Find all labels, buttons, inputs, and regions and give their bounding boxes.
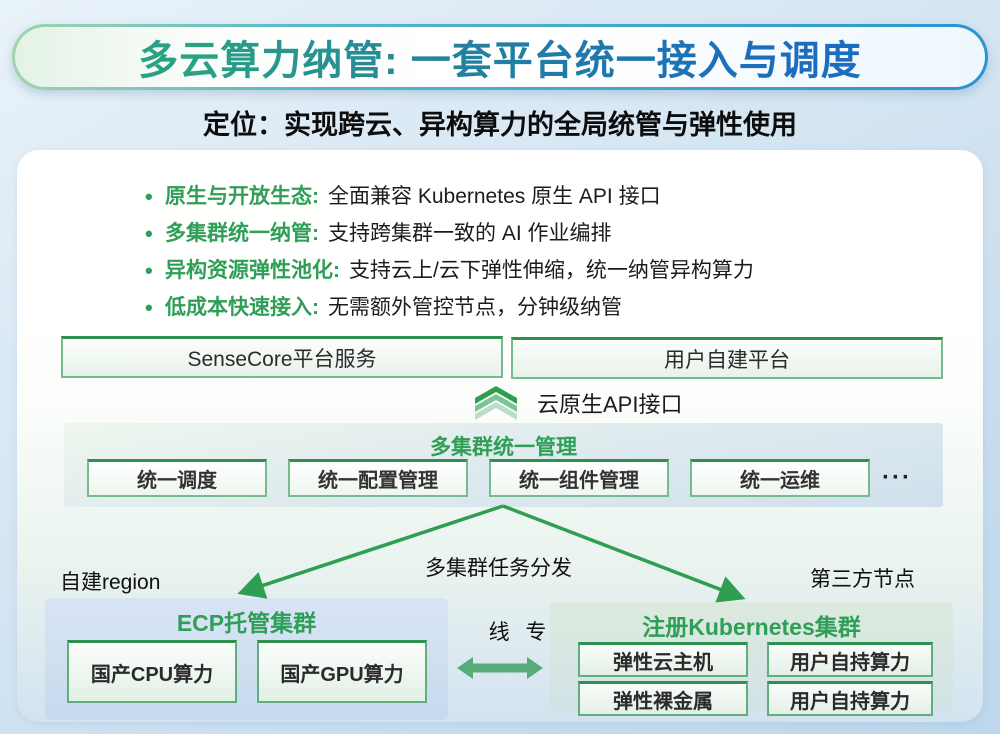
feature-label: 异构资源弹性池化: <box>165 259 340 282</box>
feature-text: 全面兼容 Kubernetes 原生 API 接口 <box>328 185 661 208</box>
management-panel: 多集群统一管理 统一调度 统一配置管理 统一组件管理 统一运维 ··· <box>64 423 943 507</box>
page-title: 多云算力纳管: 一套平台统一接入与调度 <box>138 28 861 86</box>
feature-text: 无需额外管控节点，分钟级纳管 <box>328 296 622 319</box>
content-card: • 原生与开放生态: 全面兼容 Kubernetes 原生 API 接口 • 多… <box>17 150 983 722</box>
platform-box-sensecore: SenseCore平台服务 <box>61 336 503 378</box>
api-interface-row: 云原生API接口 <box>475 386 682 420</box>
node-box-user-owned-1: 用户自持算力 <box>767 642 933 677</box>
feature-label: 原生与开放生态: <box>165 185 319 208</box>
module-box-config: 统一配置管理 <box>288 459 468 497</box>
module-box-components: 统一组件管理 <box>489 459 669 497</box>
bullet-icon: • <box>145 184 153 209</box>
feature-list: • 原生与开放生态: 全面兼容 Kubernetes 原生 API 接口 • 多… <box>145 178 754 326</box>
node-box-elastic-vm: 弹性云主机 <box>578 642 748 677</box>
feature-label: 多集群统一纳管: <box>165 222 319 245</box>
feature-item: • 多集群统一纳管: 支持跨集群一致的 AI 作业编排 <box>145 215 754 252</box>
bullet-icon: • <box>145 295 153 320</box>
feature-text: 支持云上/云下弹性伸缩，统一纳管异构算力 <box>349 259 754 282</box>
ecp-cluster-title: ECP托管集群 <box>176 610 317 636</box>
dedicated-line-label: 线 专 <box>488 621 552 644</box>
node-box-cpu: 国产CPU算力 <box>67 640 237 703</box>
title-banner-inner: 多云算力纳管: 一套平台统一接入与调度 <box>15 27 985 87</box>
node-box-bare-metal: 弹性裸金属 <box>578 681 748 716</box>
feature-label: 低成本快速接入: <box>165 296 319 319</box>
module-box-scheduling: 统一调度 <box>87 459 267 497</box>
bullet-icon: • <box>145 258 153 283</box>
management-title: 多集群统一管理 <box>430 436 577 459</box>
feature-text: 支持跨集群一致的 AI 作业编排 <box>328 222 612 245</box>
title-banner: 多云算力纳管: 一套平台统一接入与调度 <box>12 24 988 90</box>
region-label-third-party: 第三方节点 <box>810 568 915 591</box>
k8s-cluster-panel: 注册Kubernetes集群 弹性云主机 用户自持算力 弹性裸金属 用户自持算力 <box>550 602 953 716</box>
chevron-up-icon <box>475 386 517 420</box>
feature-item: • 原生与开放生态: 全面兼容 Kubernetes 原生 API 接口 <box>145 178 754 215</box>
page-subtitle: 定位：实现跨云、异构算力的全局统管与弹性使用 <box>203 110 797 140</box>
region-label-self-built: 自建region <box>60 571 161 594</box>
more-modules-ellipsis: ··· <box>882 464 912 491</box>
feature-item: • 低成本快速接入: 无需额外管控节点，分钟级纳管 <box>145 289 754 326</box>
module-box-ops: 统一运维 <box>690 459 870 497</box>
bullet-icon: • <box>145 221 153 246</box>
dispatch-label: 多集群任务分发 <box>425 557 572 580</box>
ecp-cluster-panel: ECP托管集群 国产CPU算力 国产GPU算力 <box>45 598 448 720</box>
feature-item: • 异构资源弹性池化: 支持云上/云下弹性伸缩，统一纳管异构算力 <box>145 252 754 289</box>
k8s-cluster-title: 注册Kubernetes集群 <box>642 614 861 640</box>
node-box-user-owned-2: 用户自持算力 <box>767 681 933 716</box>
api-label: 云原生API接口 <box>537 392 683 417</box>
platform-box-user-built: 用户自建平台 <box>511 337 943 379</box>
node-box-gpu: 国产GPU算力 <box>257 640 427 703</box>
